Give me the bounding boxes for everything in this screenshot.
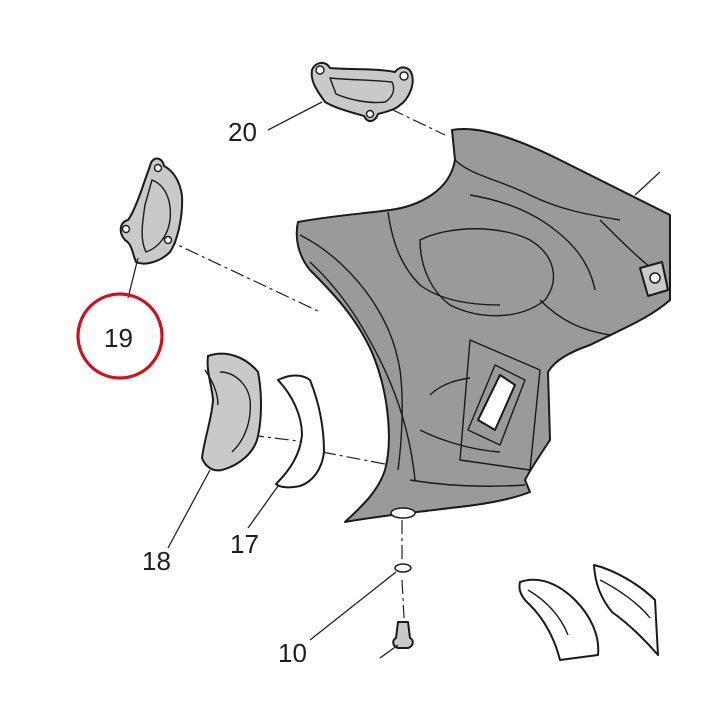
part-17-strip: [275, 374, 325, 489]
part-18-molding: [201, 352, 262, 472]
callout-17: 17: [230, 529, 259, 559]
part-20-bracket: [310, 62, 414, 122]
main-side-panel: [295, 128, 671, 523]
part-19-cover: [119, 157, 184, 265]
callout-18: 18: [142, 546, 171, 576]
callout-19: 19: [104, 323, 133, 353]
highlight-circle: [76, 292, 164, 380]
leader-lines: [127, 101, 399, 659]
callout-20: 20: [228, 117, 257, 147]
part-10-fasteners: [392, 563, 414, 649]
lower-right-parts: [518, 564, 659, 661]
bottom-crop: [0, 662, 720, 720]
assembly-lines: [162, 97, 446, 619]
